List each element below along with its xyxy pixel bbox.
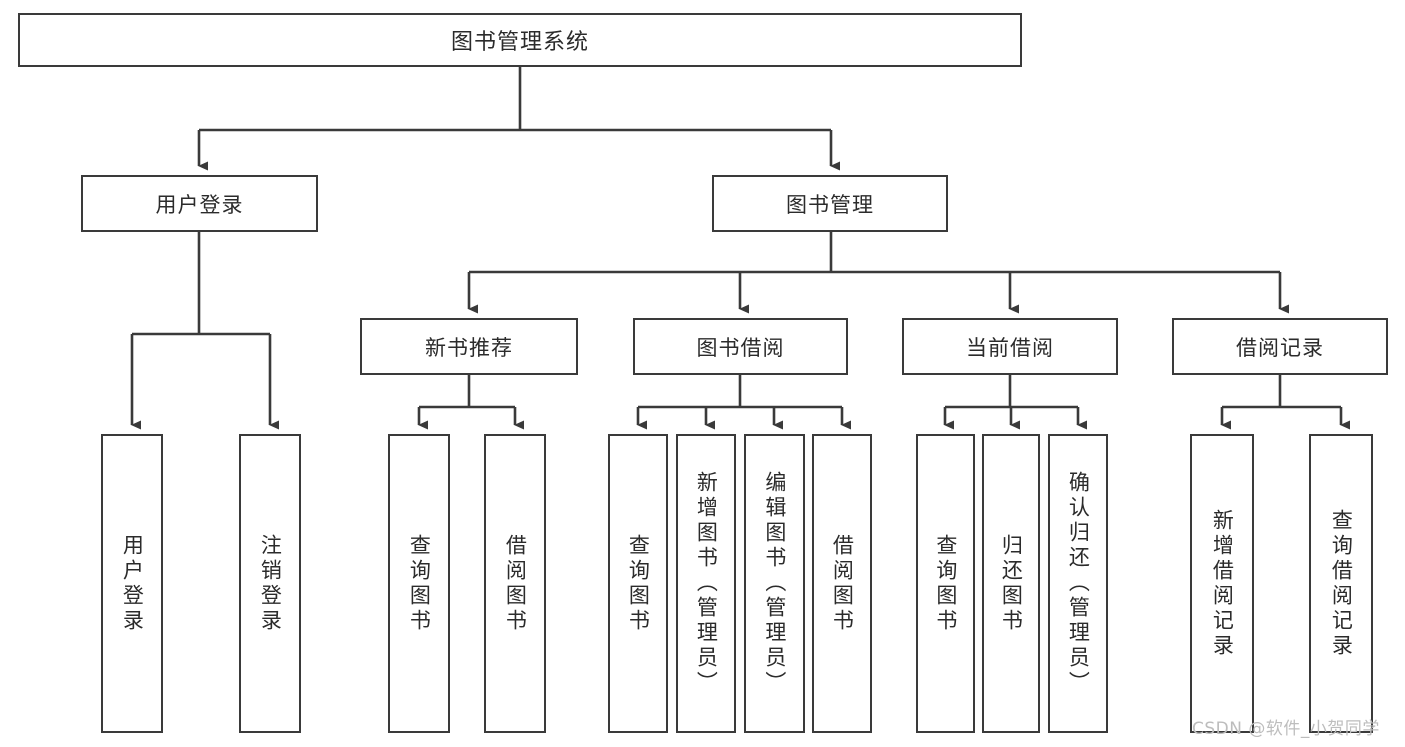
node-label: 确认归还（管理员） <box>1066 471 1091 696</box>
leaf-query-borrow-record[interactable]: 查询借阅记录 <box>1309 434 1373 733</box>
node-label: 用户登录 <box>155 192 244 217</box>
leaf-borrow-book[interactable]: 借阅图书 <box>812 434 872 733</box>
node-label: 当前借阅 <box>966 335 1054 360</box>
leaf-query-book-borrow[interactable]: 查询图书 <box>608 434 668 733</box>
leaf-add-borrow-record[interactable]: 新增借阅记录 <box>1190 434 1254 733</box>
leaf-query-book-current[interactable]: 查询图书 <box>916 434 975 733</box>
node-label: 编辑图书（管理员） <box>762 471 787 696</box>
node-label: 借阅图书 <box>830 533 855 634</box>
node-label: 新书推荐 <box>425 335 513 360</box>
node-label: 图书借阅 <box>696 335 785 360</box>
node-label: 新增图书（管理员） <box>694 471 719 696</box>
node-label: 用户登录 <box>120 533 145 634</box>
leaf-confirm-return-admin[interactable]: 确认归还（管理员） <box>1048 434 1108 733</box>
node-label: 查询图书 <box>407 533 432 634</box>
leaf-edit-book-admin[interactable]: 编辑图书（管理员） <box>744 434 805 733</box>
node-label: 注销登录 <box>258 533 283 634</box>
node-book-borrow[interactable]: 图书借阅 <box>633 318 848 375</box>
node-book-management[interactable]: 图书管理 <box>712 175 948 232</box>
node-label: 查询借阅记录 <box>1329 508 1354 659</box>
node-label: 借阅图书 <box>503 533 528 634</box>
node-label: 归还图书 <box>999 533 1024 634</box>
watermark-text: CSDN @软件_小贺同学 <box>1192 719 1380 739</box>
node-label: 图书管理系统 <box>450 30 589 55</box>
leaf-add-book-admin[interactable]: 新增图书（管理员） <box>676 434 736 733</box>
leaf-query-book-recommend[interactable]: 查询图书 <box>388 434 450 733</box>
node-label: 借阅记录 <box>1236 335 1324 360</box>
leaf-return-book[interactable]: 归还图书 <box>982 434 1040 733</box>
node-label: 图书管理 <box>786 192 874 217</box>
node-borrow-records[interactable]: 借阅记录 <box>1172 318 1388 375</box>
node-current-borrow[interactable]: 当前借阅 <box>902 318 1118 375</box>
node-label: 查询图书 <box>933 533 958 634</box>
node-user-login[interactable]: 用户登录 <box>81 175 318 232</box>
node-root-system[interactable]: 图书管理系统 <box>18 13 1022 67</box>
node-label: 查询图书 <box>626 533 651 634</box>
leaf-user-login[interactable]: 用户登录 <box>101 434 163 733</box>
node-label: 新增借阅记录 <box>1210 508 1235 659</box>
leaf-borrow-book-recommend[interactable]: 借阅图书 <box>484 434 546 733</box>
node-new-book-recommend[interactable]: 新书推荐 <box>360 318 578 375</box>
leaf-logout[interactable]: 注销登录 <box>239 434 301 733</box>
watermark: CSDN @软件_小贺同学 <box>1192 714 1380 739</box>
